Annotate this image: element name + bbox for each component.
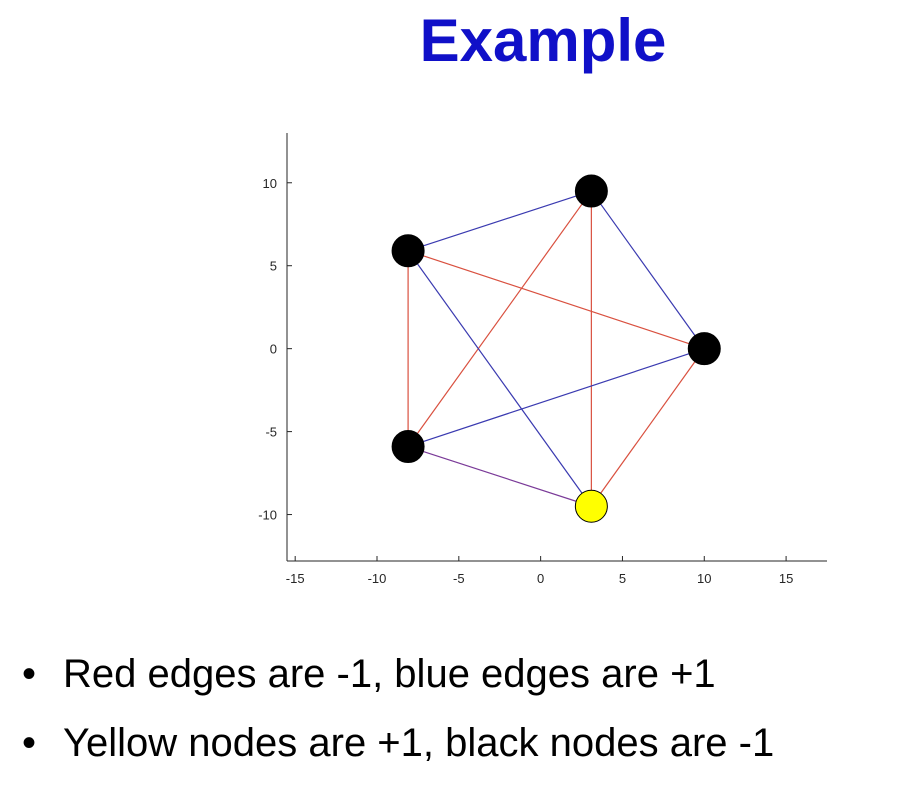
node-n4	[391, 430, 425, 464]
edge-n3-n4	[407, 348, 705, 448]
edge-n2-n3	[407, 250, 705, 350]
node-n3	[687, 332, 721, 366]
edge-n1-n3	[590, 190, 705, 350]
bullet-item-nodes: • Yellow nodes are +1, black nodes are -…	[22, 709, 922, 778]
x-tick-label: 5	[619, 571, 626, 586]
y-tick-label: 10	[263, 176, 277, 191]
edge-n1-n2	[407, 190, 592, 252]
chart-nodes	[391, 174, 721, 523]
y-tick-label: -5	[265, 425, 277, 440]
edge-n4-n5	[407, 445, 592, 507]
bullet-dot-icon: •	[22, 721, 37, 765]
chart-edges	[407, 190, 705, 507]
x-tick-label: 15	[779, 571, 793, 586]
x-tick-label: 10	[697, 571, 711, 586]
bullet-list: • Red edges are -1, blue edges are +1 • …	[22, 640, 922, 778]
slide-title: Example	[419, 7, 667, 74]
x-tick-label: 0	[537, 571, 544, 586]
y-tick-label: 5	[270, 259, 277, 274]
chart-tick-labels: -15 -10 -5 0 5 10 15 -10 -5 0 5 10	[258, 176, 793, 586]
edge-n2-n5	[407, 250, 592, 507]
x-tick-label: -15	[286, 571, 305, 586]
edge-n3-n5	[590, 348, 705, 507]
bullet-dot-icon: •	[22, 652, 37, 696]
node-n5	[574, 489, 608, 523]
node-n1	[574, 174, 608, 208]
bullet-text: Yellow nodes are +1, black nodes are -1	[63, 721, 775, 765]
y-tick-label: 0	[270, 342, 277, 357]
chart-axes	[286, 133, 827, 562]
graph-chart: -15 -10 -5 0 5 10 15 -10 -5 0 5 10	[258, 133, 827, 586]
y-tick-label: -10	[258, 508, 277, 523]
bullet-item-edges: • Red edges are -1, blue edges are +1	[22, 640, 922, 709]
bullet-text: Red edges are -1, blue edges are +1	[63, 652, 716, 696]
node-n2	[391, 234, 425, 268]
edge-n1-n4	[407, 190, 592, 447]
x-tick-label: -10	[368, 571, 387, 586]
x-tick-label: -5	[453, 571, 465, 586]
